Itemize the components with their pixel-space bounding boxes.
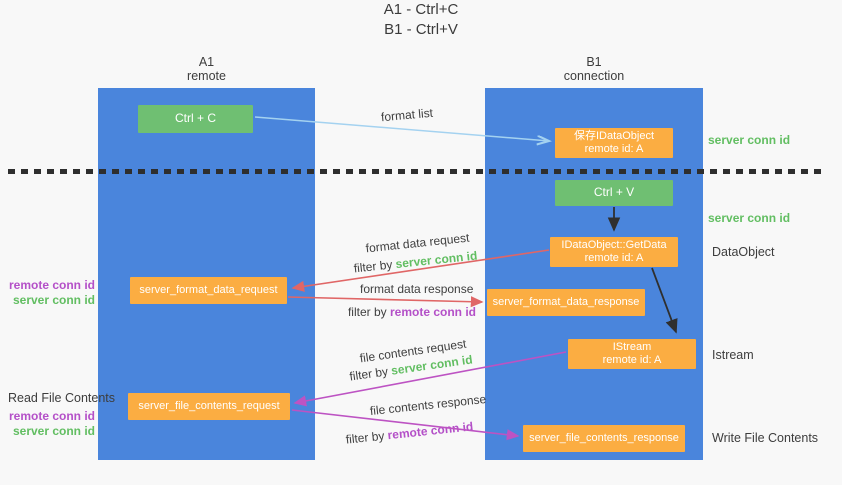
right-column-name: B1: [586, 55, 602, 69]
right-server-conn-id-label-mid: server conn id: [708, 211, 791, 225]
ctrl-v-node: Ctrl + V: [555, 180, 673, 206]
dataobject-label: DataObject: [712, 245, 775, 259]
server-file-contents-request-node: server_file_contents_request: [128, 393, 290, 420]
filter-by-remote-conn-id-annotation-2: filter by remote conn id: [342, 419, 478, 447]
filter-by-text: filter by: [347, 305, 387, 319]
filter-by-remote-conn-id-annotation-1: filter by remote conn id: [342, 305, 482, 319]
format-list-annotation: format list: [380, 105, 434, 125]
right-column-header: B1 connection: [485, 55, 703, 83]
server-conn-id-label: server conn id: [12, 424, 95, 438]
filter-by-text: filter by: [345, 428, 386, 447]
left-column-header: A1 remote: [98, 55, 315, 83]
read-file-contents-label: Read File Contents: [8, 391, 116, 405]
remote-conn-id-text: remote conn id: [386, 419, 474, 443]
format-request-label: server_format_data_request: [139, 283, 278, 296]
server-conn-id-label: server conn id: [12, 293, 95, 307]
left-column-name: A1: [198, 55, 215, 69]
server-format-data-response-node: server_format_data_response: [487, 289, 645, 316]
write-file-contents-label: Write File Contents: [712, 431, 819, 445]
left-conn-id-labels-2: remote conn id server conn id: [8, 409, 95, 439]
istream-line1: IStream: [612, 341, 652, 353]
right-column-subtitle: connection: [563, 69, 625, 83]
ctrl-v-label: Ctrl + V: [593, 185, 635, 200]
server-file-contents-response-node: server_file_contents_response: [523, 425, 685, 452]
ctrl-c-node: Ctrl + C: [138, 105, 253, 133]
remote-conn-id-label: remote conn id: [8, 278, 95, 292]
getdata-line1: IDataObject::GetData: [561, 239, 667, 251]
idataobject-getdata-node: IDataObject::GetData remote id: A: [550, 237, 678, 267]
save-idataobject-line1: 保存IDataObject: [573, 130, 655, 142]
format-data-response-annotation: format data response: [360, 282, 474, 296]
title-line-2: B1 - Ctrl+V: [384, 21, 458, 38]
remote-conn-id-label: remote conn id: [8, 409, 95, 423]
format-data-response-arrow: [287, 296, 484, 308]
getdata-line2: remote id: A: [584, 252, 644, 264]
left-conn-id-labels-1: remote conn id server conn id: [8, 278, 95, 308]
server-conn-id-text: server conn id: [394, 248, 478, 272]
remote-conn-id-text: remote conn id: [390, 305, 477, 319]
title-line-1: A1 - Ctrl+C: [383, 1, 459, 18]
left-column-subtitle: remote: [187, 69, 226, 83]
diagram-title: A1 - Ctrl+C B1 - Ctrl+V: [0, 0, 842, 40]
istream-line2: remote id: A: [602, 354, 662, 366]
istream-node: IStream remote id: A: [568, 339, 696, 369]
file-response-label: server_file_contents_response: [529, 431, 679, 444]
ctrl-c-label: Ctrl + C: [174, 111, 216, 126]
save-idataobject-node: 保存IDataObject remote id: A: [555, 128, 673, 158]
dashed-separator-line: [8, 169, 822, 174]
filter-by-text: filter by: [348, 364, 389, 384]
file-contents-response-annotation: file contents response: [369, 391, 487, 419]
save-idataobject-line2: remote id: A: [584, 143, 644, 155]
file-request-label: server_file_contents_request: [138, 399, 280, 412]
filter-by-text: filter by: [353, 257, 394, 276]
server-format-data-request-node: server_format_data_request: [130, 277, 287, 304]
right-server-conn-id-label-top: server conn id: [708, 133, 791, 147]
format-response-label: server_format_data_response: [492, 295, 640, 308]
istream-side-label: Istream: [712, 348, 754, 362]
